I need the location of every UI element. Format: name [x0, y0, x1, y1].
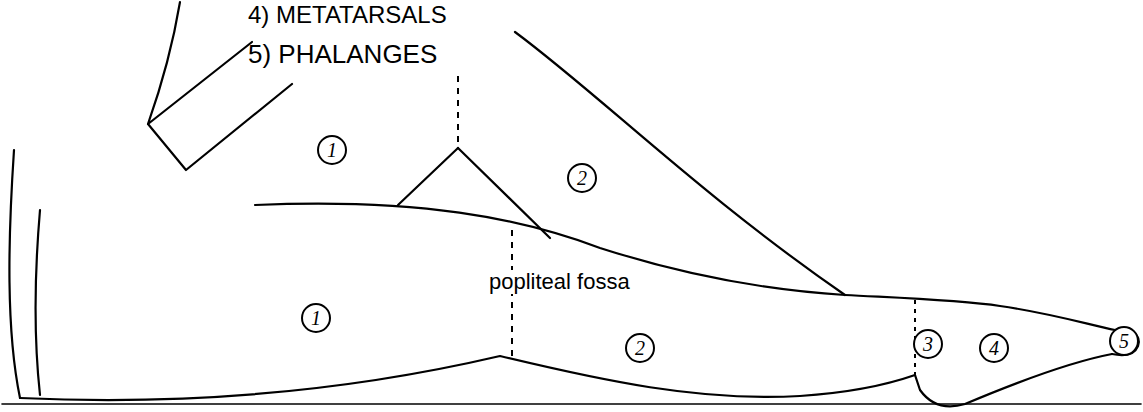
dashed-divider [457, 76, 459, 146]
callout-circle: 2 [625, 333, 655, 363]
callout-circle: 1 [317, 135, 347, 165]
part-name: 5) PHALANGES [248, 40, 437, 69]
body-outline [36, 210, 41, 395]
leg-outline [20, 356, 915, 400]
hip-outline [148, 2, 252, 124]
callout-circle: 5 [1109, 326, 1139, 356]
region-boundary [398, 148, 458, 205]
part-name: 4) METATARSALS [248, 2, 447, 28]
leg-outline [255, 204, 1115, 330]
callout-circle: 1 [301, 303, 331, 333]
callout-number: 1 [327, 140, 337, 160]
foot-outline [915, 354, 1112, 406]
callout-circle: 3 [913, 329, 943, 359]
callout-number: 5 [1119, 331, 1129, 351]
callout-number: 1 [311, 308, 321, 328]
callout-number: 3 [923, 334, 933, 354]
callout-number: 2 [635, 338, 645, 358]
callout-circle: 2 [567, 163, 597, 193]
region-label: popliteal fossa [486, 270, 633, 294]
body-outline [9, 150, 20, 398]
callout-number: 4 [989, 338, 999, 358]
region-boundary [458, 148, 550, 238]
ground-line [2, 403, 1141, 405]
hip-outline [148, 84, 292, 170]
callout-number: 2 [577, 168, 587, 188]
callout-circle: 4 [979, 333, 1009, 363]
thigh-outline [515, 32, 845, 295]
